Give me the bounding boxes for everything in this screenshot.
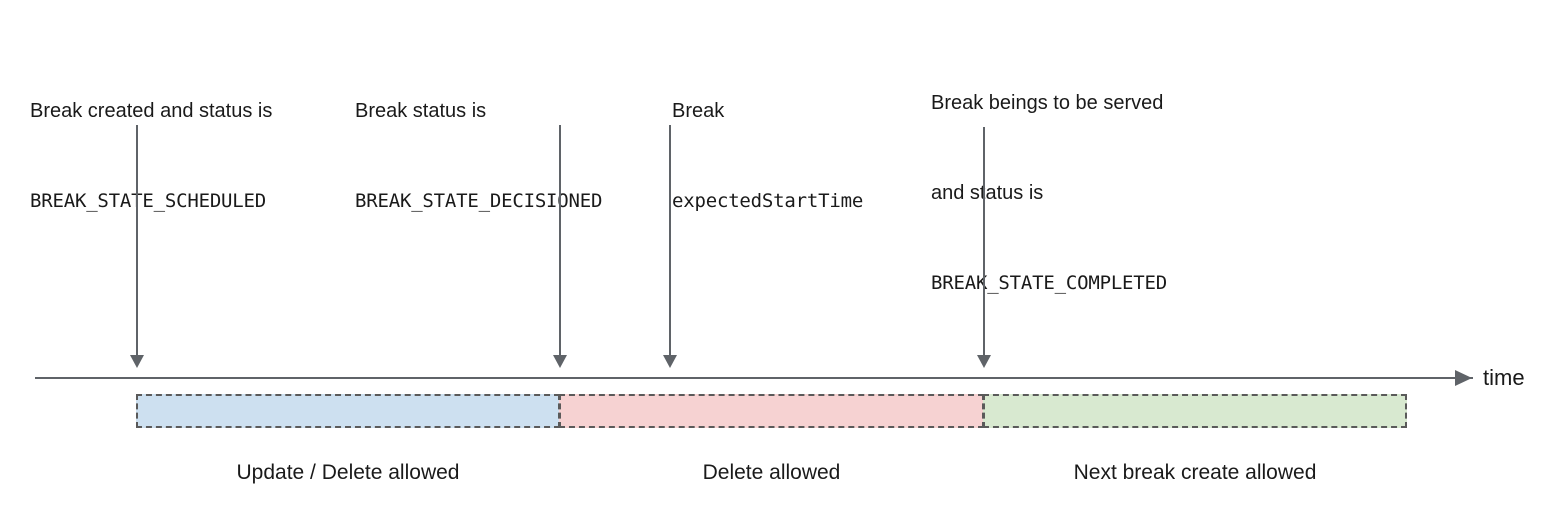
arrow-head bbox=[130, 355, 144, 368]
phase-caption-update-delete: Update / Delete allowed bbox=[236, 461, 460, 484]
arrow-down-icon-expected-start-time bbox=[663, 125, 677, 368]
phase-bar-delete-only bbox=[559, 394, 984, 428]
arrow-shaft bbox=[136, 125, 138, 355]
phase-caption-delete-only: Delete allowed bbox=[702, 461, 841, 484]
arrow-down-icon-scheduled bbox=[130, 125, 144, 368]
phase-bar-next-break-create bbox=[983, 394, 1407, 428]
annotation-line: BREAK_STATE_SCHEDULED bbox=[30, 190, 267, 212]
annotation-line: Break created and status is bbox=[30, 100, 273, 122]
annotation-completed: Break beings to be served and status is … bbox=[931, 28, 1167, 358]
arrow-head bbox=[977, 355, 991, 368]
arrow-down-icon-completed bbox=[977, 127, 991, 368]
arrow-head bbox=[553, 355, 567, 368]
arrow-shaft bbox=[669, 125, 671, 355]
annotation-line: Break status is bbox=[355, 100, 487, 122]
annotation-line: Break beings to be served bbox=[931, 92, 1164, 114]
annotation-line: and status is bbox=[931, 182, 1044, 204]
arrow-right-icon bbox=[1455, 370, 1472, 386]
annotation-scheduled: Break created and status is BREAK_STATE_… bbox=[30, 36, 272, 276]
arrow-head bbox=[663, 355, 677, 368]
annotation-expected-start-time: Break expectedStartTime bbox=[672, 36, 863, 276]
arrow-down-icon-decisioned bbox=[553, 125, 567, 368]
annotation-decisioned: Break status is BREAK_STATE_DECISIONED bbox=[355, 36, 602, 276]
time-axis-line bbox=[35, 377, 1473, 379]
arrow-shaft bbox=[559, 125, 561, 355]
annotation-line: Break bbox=[672, 100, 725, 122]
time-axis-label: time bbox=[1483, 365, 1525, 390]
annotation-line: BREAK_STATE_COMPLETED bbox=[931, 272, 1168, 294]
annotation-line: BREAK_STATE_DECISIONED bbox=[355, 190, 603, 212]
arrow-shaft bbox=[983, 127, 985, 355]
phase-bar-update-delete bbox=[136, 394, 560, 428]
phase-caption-next-break-create: Next break create allowed bbox=[1073, 461, 1317, 484]
annotation-line: expectedStartTime bbox=[672, 190, 864, 212]
